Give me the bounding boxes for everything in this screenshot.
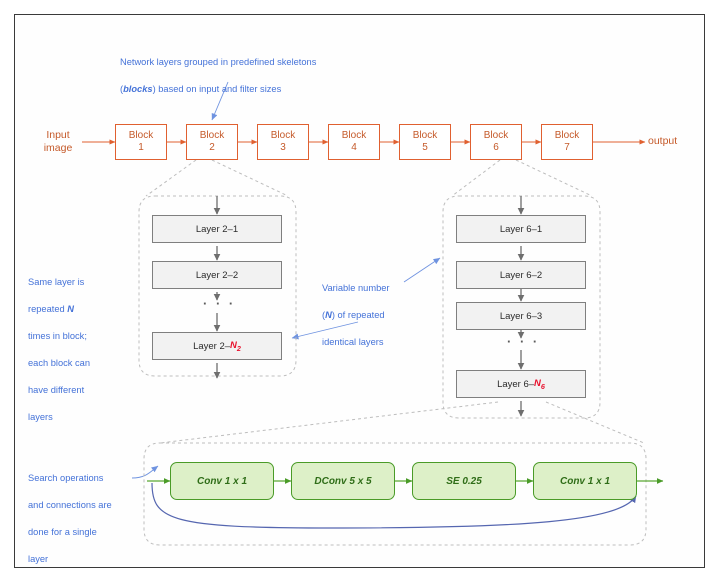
annotation-bottom-line1: Search operations <box>28 472 104 483</box>
operation-dconv-5x5[interactable]: DConv 5 x 5 <box>291 462 395 500</box>
annotation-top-paren-open: ( <box>120 83 124 94</box>
operation-dconv-5x5-label: DConv 5 x 5 <box>314 475 372 487</box>
pipeline-block-2[interactable]: Block 2 <box>186 124 238 160</box>
annotation-left-line2-pre: repeated <box>28 303 68 314</box>
block6-layer-3[interactable]: Layer 6–3 <box>456 302 586 330</box>
block6-layer-last-variable: N6 <box>534 377 545 391</box>
annotation-bottom-line3: done for a single <box>28 526 97 537</box>
annotation-bottom: Search operations and connections are do… <box>28 458 140 580</box>
annotation-left-line6: layers <box>28 411 53 422</box>
annotation-middle-emphasis: N <box>325 309 332 320</box>
pipeline-block-3-index: 3 <box>280 142 286 153</box>
annotation-middle-paren-open: ( <box>322 309 326 320</box>
block6-layer-1[interactable]: Layer 6–1 <box>456 215 586 243</box>
pipeline-block-3[interactable]: Block 3 <box>257 124 309 160</box>
annotation-middle-line2-rest: ) of repeated <box>331 309 385 320</box>
pipeline-block-5-name: Block <box>412 129 438 141</box>
operation-se-025-label: SE 0.25 <box>446 475 482 487</box>
block2-layer-2-label: Layer 2–2 <box>195 269 239 281</box>
block6-ellipsis: · · · <box>507 334 540 349</box>
block2-layer-last-variable: N2 <box>230 339 241 353</box>
pipeline-block-6-name: Block <box>483 129 509 141</box>
annotation-bottom-line2: and connections are <box>28 499 112 510</box>
annotation-top-line2: (blocks) based on input and filter sizes <box>120 83 420 97</box>
pipeline-block-7[interactable]: Block 7 <box>541 124 593 160</box>
block2-layer-1-label: Layer 2–1 <box>195 223 239 235</box>
annotation-bottom-line4: layer <box>28 553 49 564</box>
pipeline-block-3-name: Block <box>270 129 296 141</box>
operation-conv-1x1-first[interactable]: Conv 1 x 1 <box>170 462 274 500</box>
pipeline-block-4-name: Block <box>341 129 367 141</box>
pipeline-block-5-index: 5 <box>422 142 428 153</box>
pipeline-block-5[interactable]: Block 5 <box>399 124 451 160</box>
block2-ellipsis: · · · <box>203 296 236 311</box>
block6-layer-1-label: Layer 6–1 <box>499 223 543 235</box>
annotation-middle-line3: identical layers <box>322 336 384 347</box>
pipeline-block-4-index: 4 <box>351 142 357 153</box>
block6-layer-3-label: Layer 6–3 <box>499 310 543 322</box>
block6-layer-2[interactable]: Layer 6–2 <box>456 261 586 289</box>
pipeline-block-2-index: 2 <box>209 142 215 153</box>
block2-layer-1[interactable]: Layer 2–1 <box>152 215 282 243</box>
annotation-top-line2-rest: ) based on input and filter sizes <box>152 83 282 94</box>
annotation-left-line3: times in block; <box>28 330 87 341</box>
pipeline-block-1[interactable]: Block 1 <box>115 124 167 160</box>
annotation-middle-line2: (N) of repeated <box>322 309 432 323</box>
block2-layer-last[interactable]: Layer 2–N2 <box>152 332 282 360</box>
block2-layer-last-label: Layer 2– <box>193 340 231 352</box>
annotation-left-line1: Same layer is <box>28 276 85 287</box>
operation-conv-1x1-first-label: Conv 1 x 1 <box>196 475 248 487</box>
operation-conv-1x1-last-label: Conv 1 x 1 <box>559 475 611 487</box>
block2-layer-2[interactable]: Layer 2–2 <box>152 261 282 289</box>
pipeline-block-1-name: Block <box>128 129 154 141</box>
annotation-top: Network layers grouped in predefined ske… <box>120 42 420 110</box>
block6-layer-2-label: Layer 6–2 <box>499 269 543 281</box>
block6-layer-last[interactable]: Layer 6–N6 <box>456 370 586 398</box>
block6-layer-last-label: Layer 6– <box>497 378 535 390</box>
pipeline-block-6-index: 6 <box>493 142 499 153</box>
pipeline-block-6[interactable]: Block 6 <box>470 124 522 160</box>
annotation-left-line2: repeated N <box>28 303 133 317</box>
pipeline-block-2-name: Block <box>199 129 225 141</box>
annotation-middle-line1: Variable number <box>322 282 390 293</box>
pipeline-block-7-index: 7 <box>564 142 570 153</box>
annotation-left-emphasis: N <box>67 303 75 314</box>
input-image-label: Input image <box>34 129 82 155</box>
operation-conv-1x1-last[interactable]: Conv 1 x 1 <box>533 462 637 500</box>
annotation-left-line5: have different <box>28 384 85 395</box>
annotation-top-emphasis: blocks <box>123 83 153 94</box>
pipeline-block-4[interactable]: Block 4 <box>328 124 380 160</box>
operation-se-025[interactable]: SE 0.25 <box>412 462 516 500</box>
annotation-top-line1: Network layers grouped in predefined ske… <box>120 56 317 67</box>
annotation-left-line4: each block can <box>28 357 91 368</box>
output-label: output <box>648 135 678 147</box>
input-label-line2: image <box>43 142 73 154</box>
pipeline-block-7-name: Block <box>554 129 580 141</box>
annotation-middle: Variable number (N) of repeated identica… <box>322 268 432 363</box>
input-label-line1: Input <box>46 129 70 141</box>
pipeline-block-1-index: 1 <box>138 142 144 153</box>
annotation-left: Same layer is repeated N times in block;… <box>28 262 133 438</box>
